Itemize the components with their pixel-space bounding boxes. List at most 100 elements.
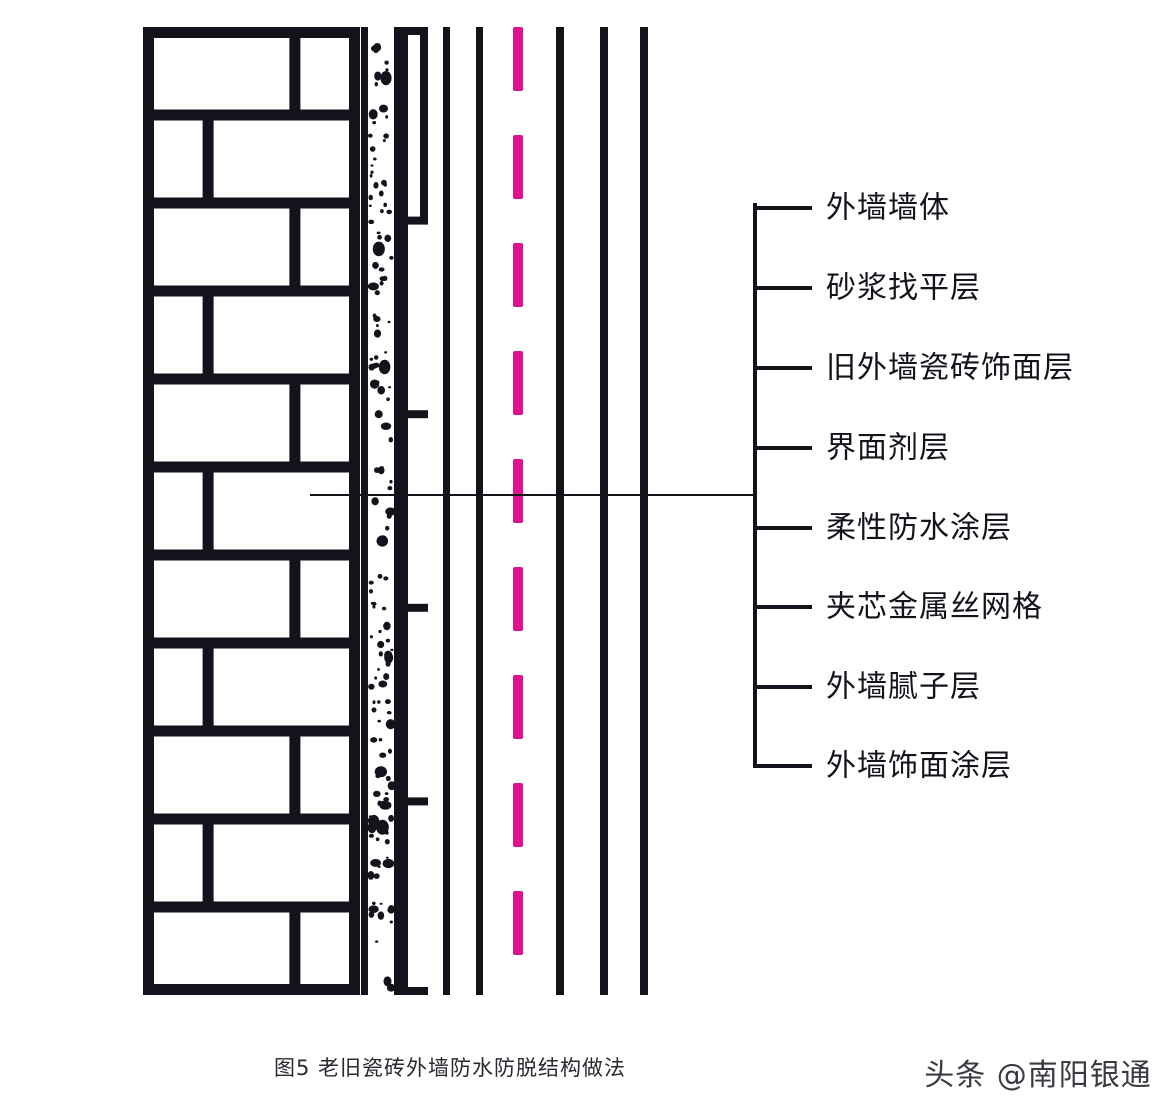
mortar-speckle-band-dot	[383, 976, 392, 987]
mortar-speckle-band-dot	[367, 133, 373, 138]
mortar-speckle-band-dot	[382, 858, 395, 869]
mortar-speckle-band-dot	[373, 315, 381, 323]
tile-bracket-layer-tab	[400, 987, 428, 995]
mortar-speckle-band-dot	[385, 68, 389, 72]
mortar-speckle-band-dot	[375, 819, 389, 835]
mortar-speckle-band-dot	[372, 700, 376, 705]
mortar-speckle-band-dot	[376, 231, 381, 235]
mortar-speckle-band-dot	[385, 856, 389, 859]
mesh-dashed-line-dash	[513, 351, 523, 415]
tile-bracket-layer-tab	[400, 216, 428, 225]
mortar-speckle-band-dot	[380, 422, 392, 430]
mortar-speckle-band-dot	[370, 737, 378, 743]
mortar-speckle-band-dot	[377, 466, 385, 475]
mortar-speckle-band-dot	[385, 115, 389, 119]
mortar-speckle-band-dot	[373, 355, 379, 360]
mortar-speckle-band-dot	[373, 182, 379, 189]
mortar-speckle-band-dot	[380, 800, 387, 808]
mortar-speckle-band-dot	[371, 901, 376, 905]
mortar-speckle-band-inner-edge	[361, 27, 368, 995]
mortar-speckle-band-dot	[372, 120, 377, 125]
mortar-speckle-band-dot	[369, 357, 374, 361]
mesh-dashed-line-dash	[513, 459, 523, 523]
mortar-speckle-band-dot	[367, 871, 375, 880]
mortar-speckle-band-dot	[379, 752, 387, 758]
mortar-speckle-band-dot	[368, 815, 372, 818]
mortar-speckle-band-dot	[370, 601, 375, 605]
mortar-speckle-band-dot	[375, 324, 379, 328]
leader-bracket	[310, 203, 812, 768]
mortar-speckle-band-dot	[370, 858, 382, 867]
mortar-speckle-band-dot	[379, 902, 383, 905]
figure-caption: 图5 老旧瓷砖外墙防水防脱结构做法	[273, 1056, 627, 1080]
mortar-speckle-band-dot	[368, 905, 379, 914]
putty-line-a	[556, 27, 564, 995]
mortar-speckle-band-dot	[387, 905, 395, 914]
mortar-speckle-band-dot	[380, 70, 392, 86]
mortar-speckle-band-dot	[388, 748, 392, 754]
mortar-speckle-band-dot	[375, 940, 379, 943]
mortar-speckle-band-dot	[377, 667, 380, 671]
mortar-speckle-band-dot	[370, 170, 374, 174]
tile-bracket-layer-tab	[400, 603, 428, 612]
interface-line	[443, 27, 450, 995]
tile-bracket-layer-tab	[400, 410, 428, 419]
mortar-speckle-band-dot	[368, 580, 374, 585]
mortar-speckle-band-dot	[372, 604, 376, 609]
mortar-speckle-band-dot	[378, 267, 385, 272]
mortar-speckle-band-dot	[377, 234, 382, 240]
layer-label-mortar-leveling-layer: 砂浆找平层	[826, 270, 981, 306]
mesh-dashed-line-dash	[513, 243, 523, 307]
tile-bracket-layer-tab	[400, 797, 428, 806]
mortar-speckle-band-outer-edge	[394, 27, 401, 995]
mortar-speckle-band-dot	[385, 507, 396, 516]
mortar-speckle-band-dot	[384, 830, 389, 835]
mortar-speckle-band-dot	[378, 651, 383, 657]
mortar-speckle-band-dot	[379, 281, 384, 286]
layer-label-flexible-waterproof-coat: 柔性防水涂层	[826, 510, 1012, 546]
mortar-speckle-band-dot	[386, 721, 391, 726]
mortar-speckle-band-dot	[368, 683, 375, 690]
mortar-speckle-band-dot	[383, 797, 390, 802]
mesh-dashed-line-dash	[513, 27, 523, 91]
mortar-speckle-band-dot	[381, 179, 387, 186]
mortar-speckle-band-dot	[377, 700, 381, 704]
mortar-speckle-band-dot	[384, 699, 391, 705]
mortar-speckle-band-dot	[373, 42, 382, 52]
mortar-speckle-band-dot	[367, 282, 379, 291]
mortar-speckle-band-dot	[389, 255, 394, 260]
mortar-speckle-band-dot	[387, 320, 391, 324]
mortar-speckle-band-dot	[386, 209, 392, 215]
layer-label-exterior-wall-putty-layer: 外墙腻子层	[826, 669, 981, 705]
tile-bracket-layer-spine	[400, 27, 408, 995]
mortar-speckle-band-dot	[378, 680, 388, 688]
mesh-dashed-line-dash	[513, 135, 523, 199]
source-watermark: 头条 @南阳银通	[924, 1058, 1152, 1093]
mortar-speckle-band-dot	[382, 275, 388, 282]
brick-wall-layer	[143, 27, 360, 995]
mortar-speckle-band-dot	[374, 82, 378, 87]
mortar-speckle-band-dot	[372, 261, 379, 269]
tile-bracket-layer-cap	[420, 27, 428, 221]
putty-line-b	[600, 27, 608, 995]
mortar-speckle-band-dot	[383, 202, 387, 208]
mortar-speckle-band-dot	[368, 204, 372, 208]
mortar-speckle-band-dot	[369, 146, 376, 152]
mortar-speckle-band-dot	[377, 573, 383, 579]
mortar-speckle-band-dot	[374, 290, 380, 296]
mesh-dashed-line-dash	[513, 891, 523, 955]
mortar-speckle-band-dot	[373, 873, 380, 879]
mortar-speckle-band-dot	[368, 833, 374, 838]
mortar-speckle-band-dot	[376, 72, 381, 77]
mortar-speckle-band-dot	[381, 606, 387, 611]
mortar-speckle-band-dot	[389, 920, 393, 924]
mortar-speckle-band-dot	[377, 640, 385, 649]
mortar-speckle-band-dot	[385, 638, 391, 643]
mesh-dashed-line-dash	[513, 675, 523, 739]
mortar-speckle-band-dot	[383, 133, 389, 139]
mortar-speckle-band-dot	[385, 661, 391, 667]
mortar-speckle-band-dot	[386, 397, 390, 402]
mortar-speckle-band-dot	[378, 104, 389, 113]
mortar-speckle-band-dot	[382, 139, 386, 143]
